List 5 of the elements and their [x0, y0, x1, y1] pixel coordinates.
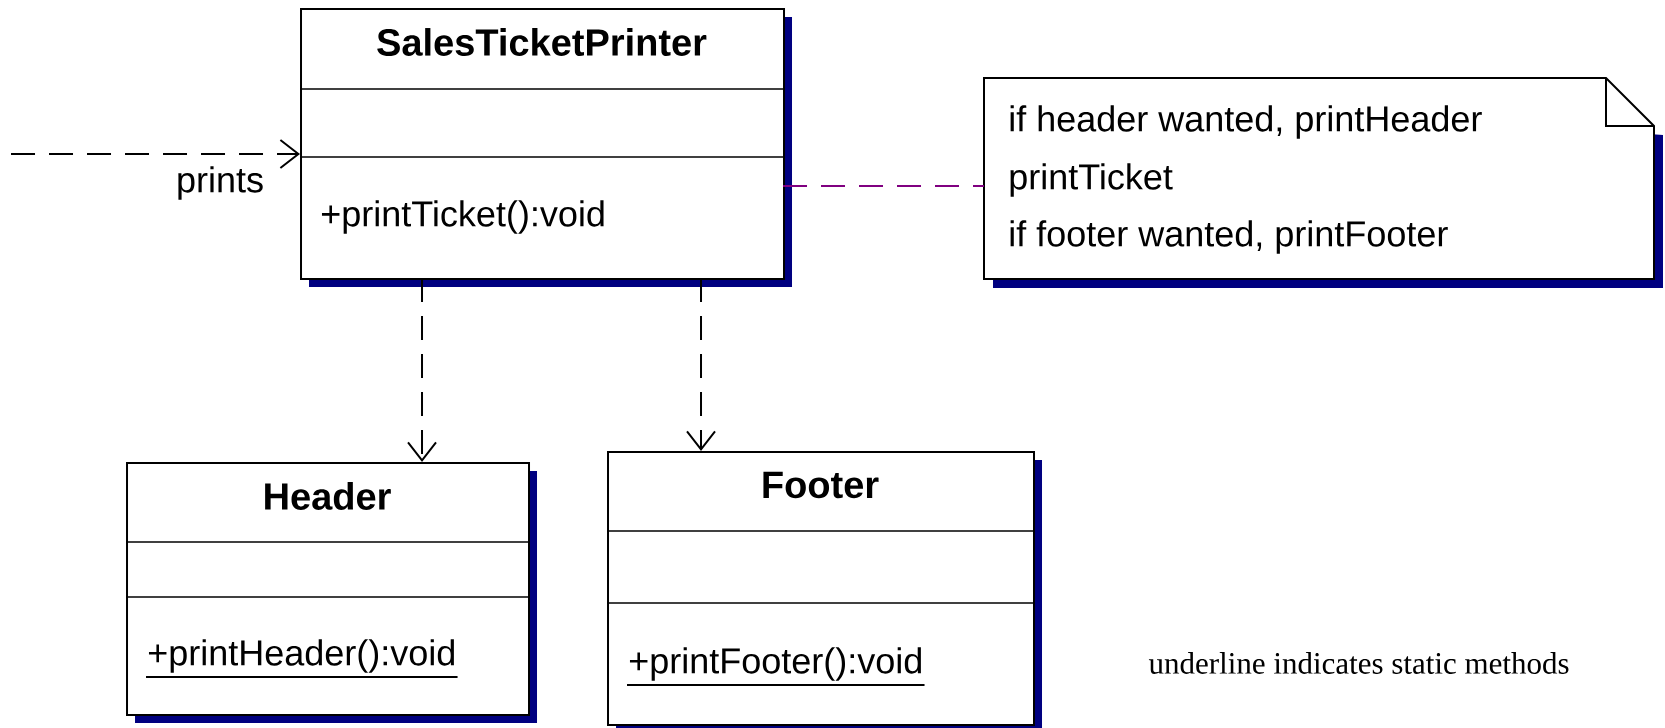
dependency-arrow: [407, 277, 437, 462]
dependency-arrow: [686, 277, 716, 451]
edge-label: prints: [175, 165, 266, 201]
dependency-arrow: [10, 139, 300, 169]
note-text: underline indicates static methods: [1148, 652, 1569, 674]
